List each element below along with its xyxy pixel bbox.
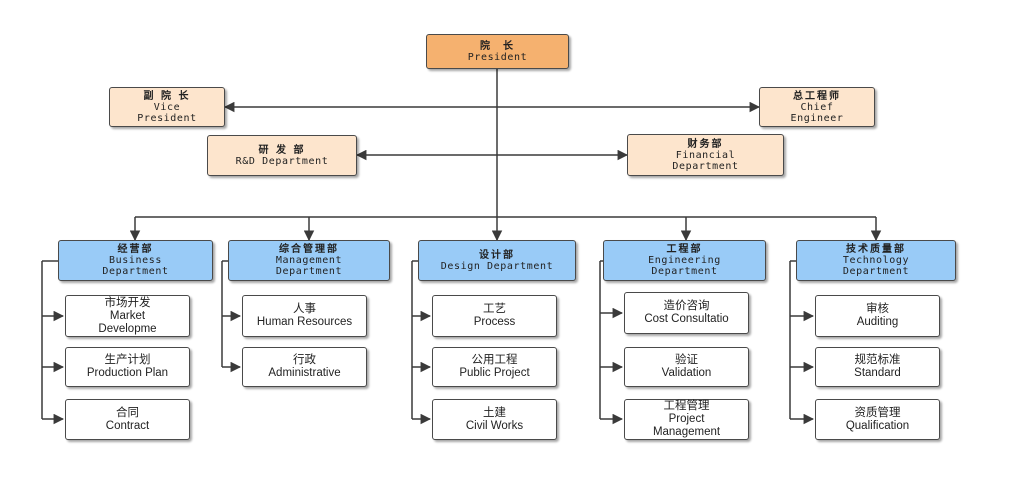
unit-box-project-management: 工程管理 Project Management bbox=[624, 399, 749, 440]
unit-zh: 人事 bbox=[293, 303, 316, 315]
dept-zh: 设计部 bbox=[479, 249, 515, 261]
unit-box-market: 市场开发 Market Developme bbox=[65, 295, 190, 337]
unit-en-1: Contract bbox=[105, 419, 150, 432]
engineering-department-box: 工程部 Engineering Department bbox=[603, 240, 766, 281]
unit-en-1: Process bbox=[473, 316, 516, 328]
dept-en-2: Department bbox=[102, 266, 169, 277]
financial-zh: 财务部 bbox=[687, 138, 724, 150]
unit-en-1: Auditing bbox=[856, 316, 899, 328]
unit-box-production-plan: 生产计划 Production Plan bbox=[65, 347, 190, 387]
president-en: President bbox=[467, 51, 528, 63]
dept-en-1: Technology bbox=[842, 255, 910, 266]
chief-engineer-box: 总工程师 Chief Engineer bbox=[759, 87, 875, 127]
dept-zh: 经营部 bbox=[117, 244, 154, 255]
unit-box-cost-consultation: 造价咨询 Cost Consultatio bbox=[624, 292, 749, 334]
unit-en-1: Qualification bbox=[845, 419, 910, 432]
unit-zh: 公用工程 bbox=[471, 354, 518, 366]
technology-department-box: 技术质量部 Technology Department bbox=[796, 240, 956, 281]
business-department-box: 经营部 Business Department bbox=[58, 240, 213, 281]
unit-zh: 工艺 bbox=[483, 303, 506, 315]
vice-president-box: 副 院 长 Vice President bbox=[109, 87, 225, 127]
chief-engineer-en-1: Chief bbox=[800, 101, 834, 113]
unit-box-process: 工艺 Process bbox=[432, 295, 557, 337]
dept-en-1: Management bbox=[275, 255, 343, 266]
unit-en-1: Market bbox=[109, 309, 146, 322]
president-box: 院 长 President bbox=[426, 34, 569, 69]
dept-en-2: Department bbox=[842, 266, 910, 277]
unit-zh: 资质管理 bbox=[854, 406, 901, 419]
dept-en-2: Department bbox=[651, 266, 718, 277]
unit-box-contract: 合同 Contract bbox=[65, 399, 190, 440]
vice-president-en-1: Vice bbox=[153, 101, 181, 113]
design-department-box: 设计部 Design Department bbox=[418, 240, 576, 281]
unit-en-1: Human Resources bbox=[256, 316, 353, 328]
dept-en-1: Engineering bbox=[648, 255, 721, 266]
unit-zh: 市场开发 bbox=[104, 296, 151, 309]
dept-en-2: Department bbox=[275, 266, 343, 277]
dept-en-1: Business bbox=[109, 255, 162, 266]
unit-en-1: Production Plan bbox=[86, 367, 169, 379]
unit-en-2: Management bbox=[652, 426, 721, 438]
rnd-en: R&D Department bbox=[235, 155, 329, 167]
unit-en-1: Cost Consultatio bbox=[644, 313, 729, 325]
unit-en-1: Civil Works bbox=[465, 419, 524, 432]
unit-zh: 审核 bbox=[866, 303, 889, 315]
unit-zh: 合同 bbox=[116, 406, 139, 419]
rnd-box: 研 发 部 R&D Department bbox=[207, 135, 357, 176]
financial-box: 财务部 Financial Department bbox=[627, 134, 784, 176]
unit-box-human-resources: 人事 Human Resources bbox=[242, 295, 367, 337]
unit-en-1: Validation bbox=[661, 367, 712, 379]
chief-engineer-en-2: Engineer bbox=[790, 112, 844, 124]
unit-en-1: Standard bbox=[854, 367, 901, 379]
unit-box-standard: 规范标准 Standard bbox=[815, 347, 940, 387]
management-department-box: 综合管理部 Management Department bbox=[228, 240, 390, 281]
unit-box-qualification: 资质管理 Qualification bbox=[815, 399, 940, 440]
unit-en-2: Developme bbox=[98, 322, 157, 335]
unit-box-civil-works: 土建 Civil Works bbox=[432, 399, 557, 440]
financial-en-1: Financial bbox=[675, 149, 736, 161]
vice-president-en-2: President bbox=[137, 112, 197, 124]
financial-en-2: Department bbox=[672, 160, 739, 172]
unit-en-1: Public Project bbox=[459, 367, 530, 379]
unit-zh: 行政 bbox=[293, 354, 316, 366]
unit-zh: 造价咨询 bbox=[663, 300, 710, 312]
dept-zh: 技术质量部 bbox=[846, 244, 906, 255]
unit-zh: 验证 bbox=[675, 354, 698, 366]
rnd-zh: 研 发 部 bbox=[258, 144, 306, 156]
unit-en-1: Project bbox=[668, 413, 705, 425]
chief-engineer-zh: 总工程师 bbox=[793, 90, 841, 102]
unit-zh: 生产计划 bbox=[104, 354, 151, 366]
president-zh: 院 长 bbox=[480, 40, 515, 52]
dept-zh: 综合管理部 bbox=[279, 244, 339, 255]
dept-zh: 工程部 bbox=[666, 244, 703, 255]
dept-en-1: Design Department bbox=[440, 260, 554, 272]
unit-zh: 工程管理 bbox=[663, 400, 710, 412]
unit-zh: 土建 bbox=[483, 406, 506, 419]
unit-box-validation: 验证 Validation bbox=[624, 347, 749, 387]
unit-box-auditing: 审核 Auditing bbox=[815, 295, 940, 337]
unit-box-administrative: 行政 Administrative bbox=[242, 347, 367, 387]
unit-box-public-project: 公用工程 Public Project bbox=[432, 347, 557, 387]
vice-president-zh: 副 院 长 bbox=[143, 90, 191, 102]
unit-en-1: Administrative bbox=[268, 367, 341, 379]
unit-zh: 规范标准 bbox=[854, 354, 901, 366]
